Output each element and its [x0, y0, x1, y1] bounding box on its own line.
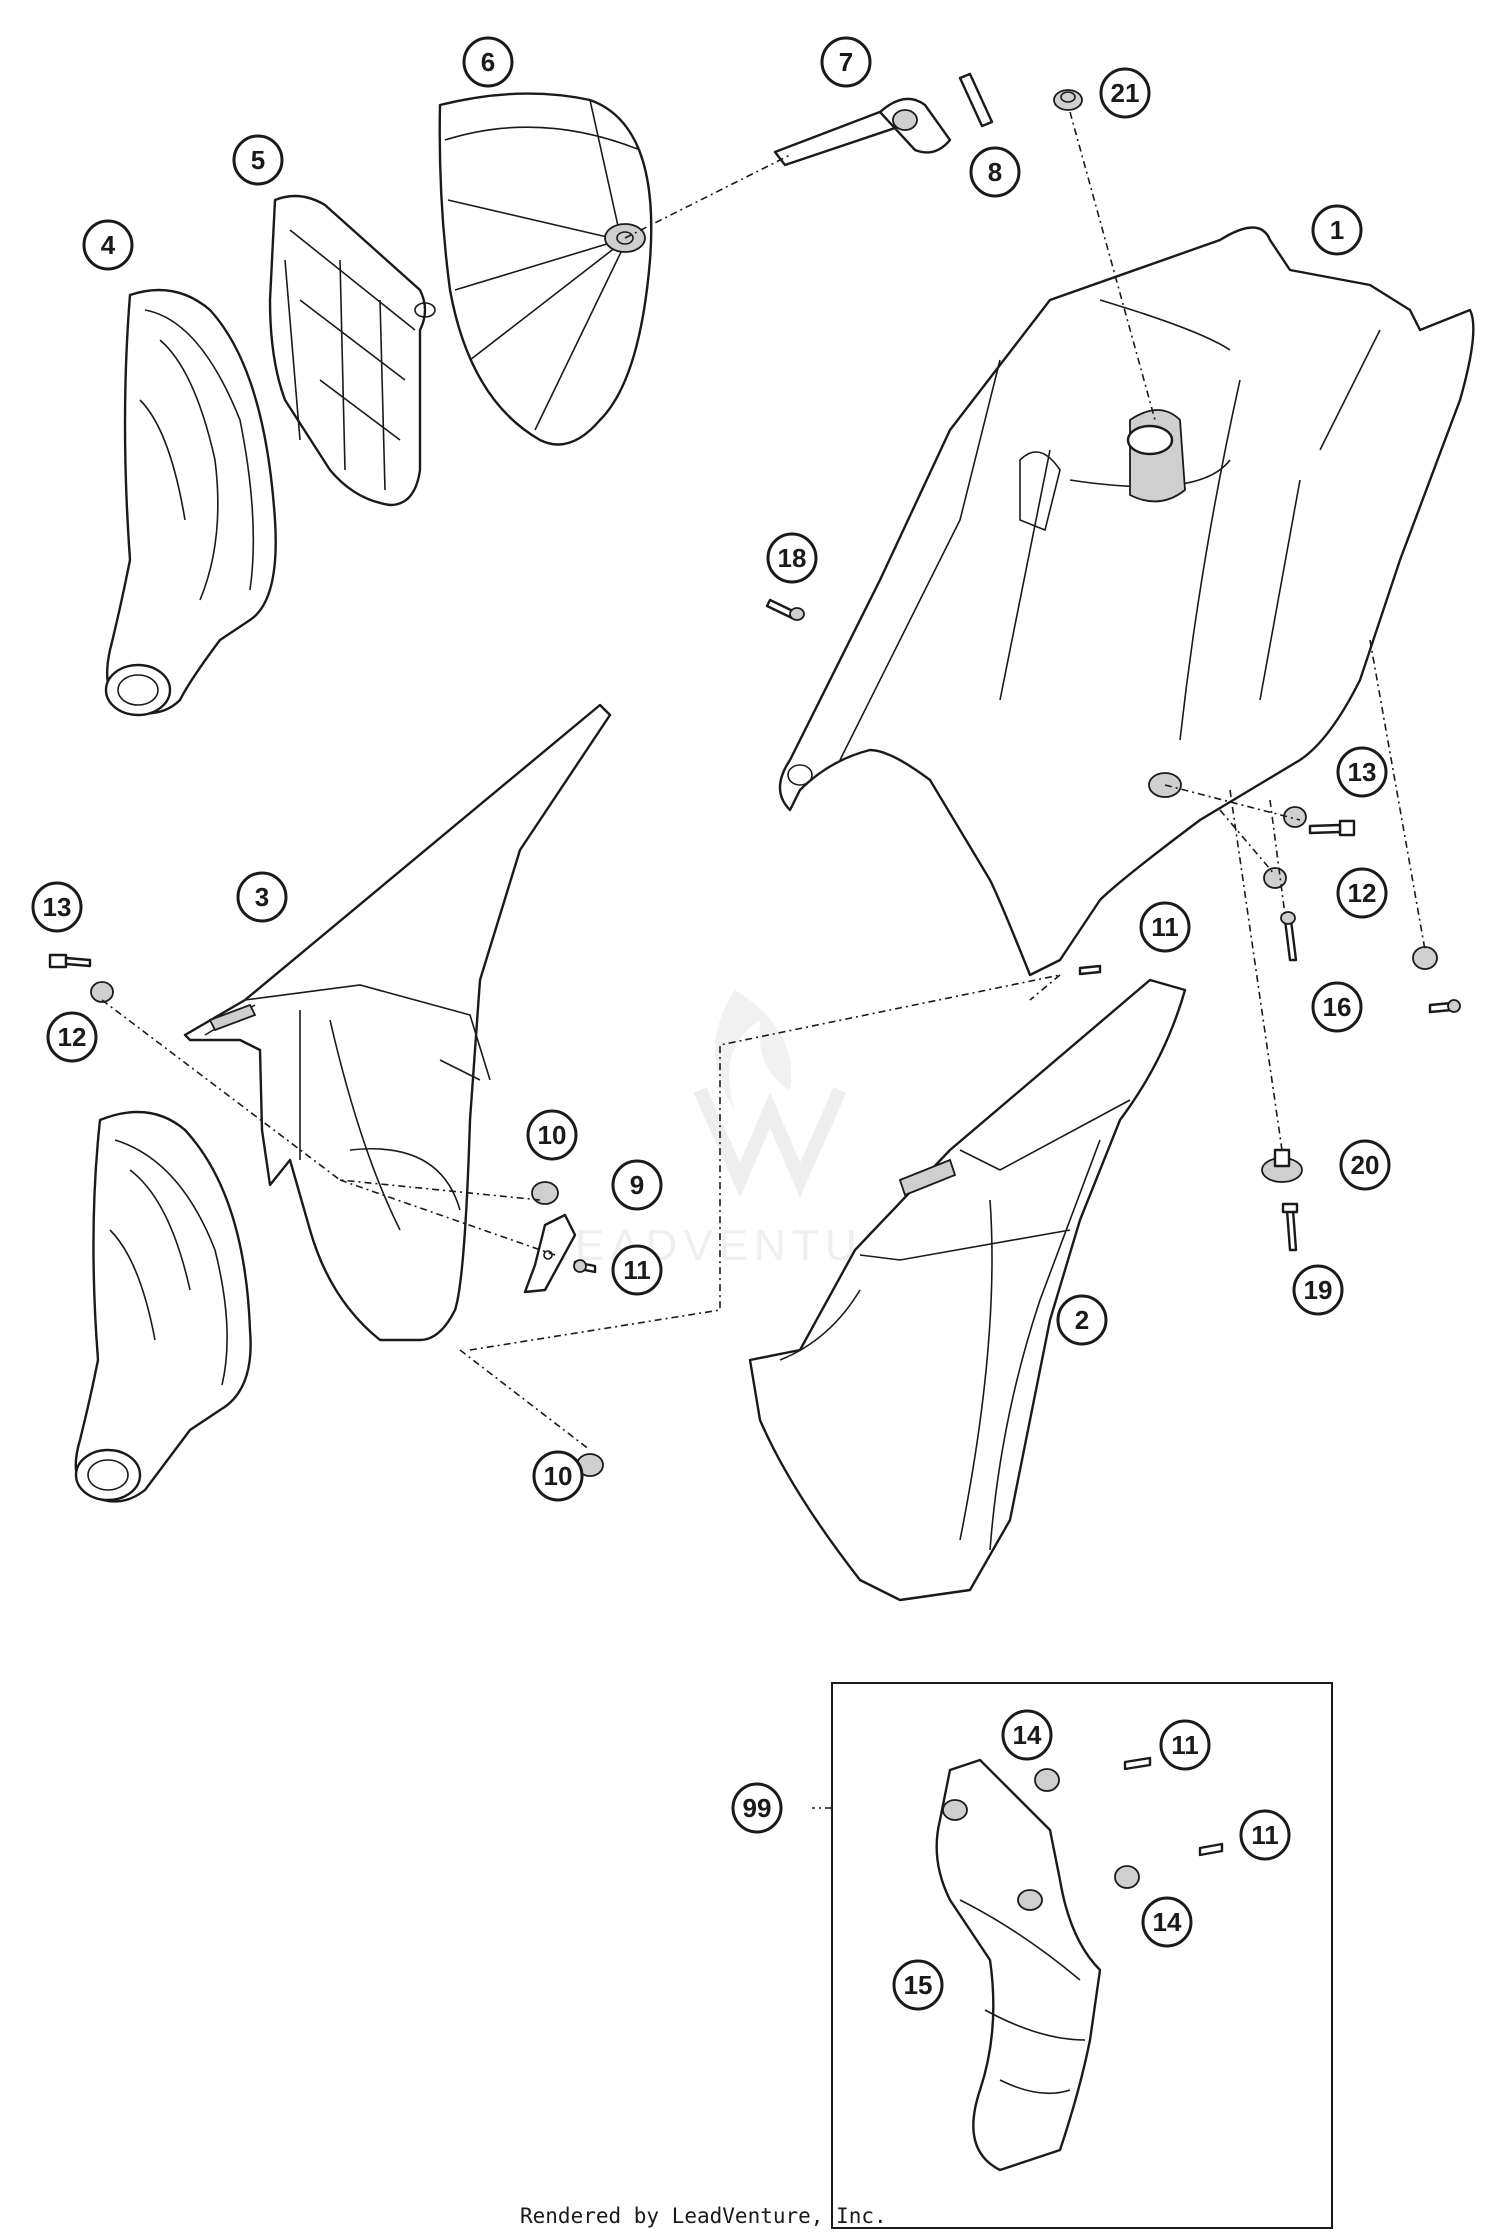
callout-19: 19	[1292, 1264, 1344, 1316]
part-grommet-21	[1053, 89, 1083, 111]
leader-lines	[101, 111, 1426, 1809]
svg-text:4: 4	[101, 230, 116, 260]
callout-11-filterbox: 11	[611, 1244, 663, 1296]
callout-11-kit-lower: 11	[1239, 1809, 1291, 1861]
svg-text:21: 21	[1111, 78, 1140, 108]
part-pin	[958, 72, 994, 128]
callout-14-upper: 14	[1001, 1709, 1053, 1761]
part-air-filter-box	[183, 703, 612, 1342]
part-intake-boot-lower	[74, 1110, 252, 1503]
svg-text:15: 15	[904, 1970, 933, 2000]
svg-text:11: 11	[1151, 912, 1179, 942]
callout-20: 20	[1339, 1139, 1391, 1191]
svg-text:10: 10	[538, 1120, 567, 1150]
callout-11-tank: 11	[1139, 901, 1191, 953]
callout-13-left: 13	[31, 881, 83, 933]
part-intake-boot-upper	[104, 288, 277, 717]
svg-text:11: 11	[1171, 1730, 1199, 1760]
svg-text:12: 12	[1348, 878, 1377, 908]
svg-text:8: 8	[988, 157, 1002, 187]
svg-text:6: 6	[481, 47, 495, 77]
callout-15: 15	[892, 1959, 944, 2011]
svg-text:7: 7	[839, 47, 853, 77]
part-side-cover	[748, 978, 1187, 1602]
callout-4: 4	[82, 219, 134, 271]
svg-text:16: 16	[1323, 992, 1352, 1022]
callout-9: 9	[611, 1159, 663, 1211]
svg-text:11: 11	[623, 1255, 651, 1285]
callout-14-lower: 14	[1141, 1896, 1193, 1948]
svg-text:14: 14	[1153, 1907, 1182, 1937]
callout-16: 16	[1311, 981, 1363, 1033]
callout-11-kit-upper: 11	[1159, 1719, 1211, 1771]
kit-box	[831, 1682, 1333, 2229]
callout-13-right: 13	[1336, 746, 1388, 798]
svg-text:1: 1	[1330, 215, 1344, 245]
svg-text:19: 19	[1304, 1275, 1333, 1305]
callout-99: 99	[731, 1782, 783, 1834]
svg-text:99: 99	[743, 1793, 772, 1823]
part-filter-cage	[268, 194, 436, 507]
part-fuel-tank	[778, 226, 1475, 977]
part-quick-release	[773, 97, 952, 167]
svg-text:13: 13	[43, 892, 72, 922]
callout-7: 7	[820, 36, 872, 88]
part-air-filter	[438, 92, 653, 446]
callout-12-left: 12	[46, 1011, 98, 1063]
svg-text:11: 11	[1251, 1820, 1279, 1850]
svg-text:10: 10	[544, 1461, 573, 1491]
callout-1: 1	[1311, 204, 1363, 256]
svg-text:5: 5	[251, 145, 265, 175]
callout-10-lower: 10	[532, 1450, 584, 1502]
svg-text:2: 2	[1075, 1305, 1089, 1335]
callout-8: 8	[969, 146, 1021, 198]
svg-text:3: 3	[255, 882, 269, 912]
callout-2: 2	[1056, 1294, 1108, 1346]
svg-text:18: 18	[778, 543, 807, 573]
svg-text:20: 20	[1351, 1150, 1380, 1180]
svg-text:13: 13	[1348, 757, 1377, 787]
callout-5: 5	[232, 134, 284, 186]
callout-12-right: 12	[1336, 867, 1388, 919]
svg-text:12: 12	[58, 1022, 87, 1052]
render-credit: Rendered by LeadVenture, Inc.	[520, 2204, 887, 2228]
hardware	[48, 598, 1461, 1889]
svg-text:14: 14	[1013, 1720, 1042, 1750]
part-guard	[935, 1758, 1102, 2172]
callout-21: 21	[1099, 67, 1151, 119]
callout-3: 3	[236, 871, 288, 923]
callout-18: 18	[766, 532, 818, 584]
callout-10-upper: 10	[526, 1109, 578, 1161]
svg-text:9: 9	[630, 1170, 644, 1200]
callout-6: 6	[462, 36, 514, 88]
